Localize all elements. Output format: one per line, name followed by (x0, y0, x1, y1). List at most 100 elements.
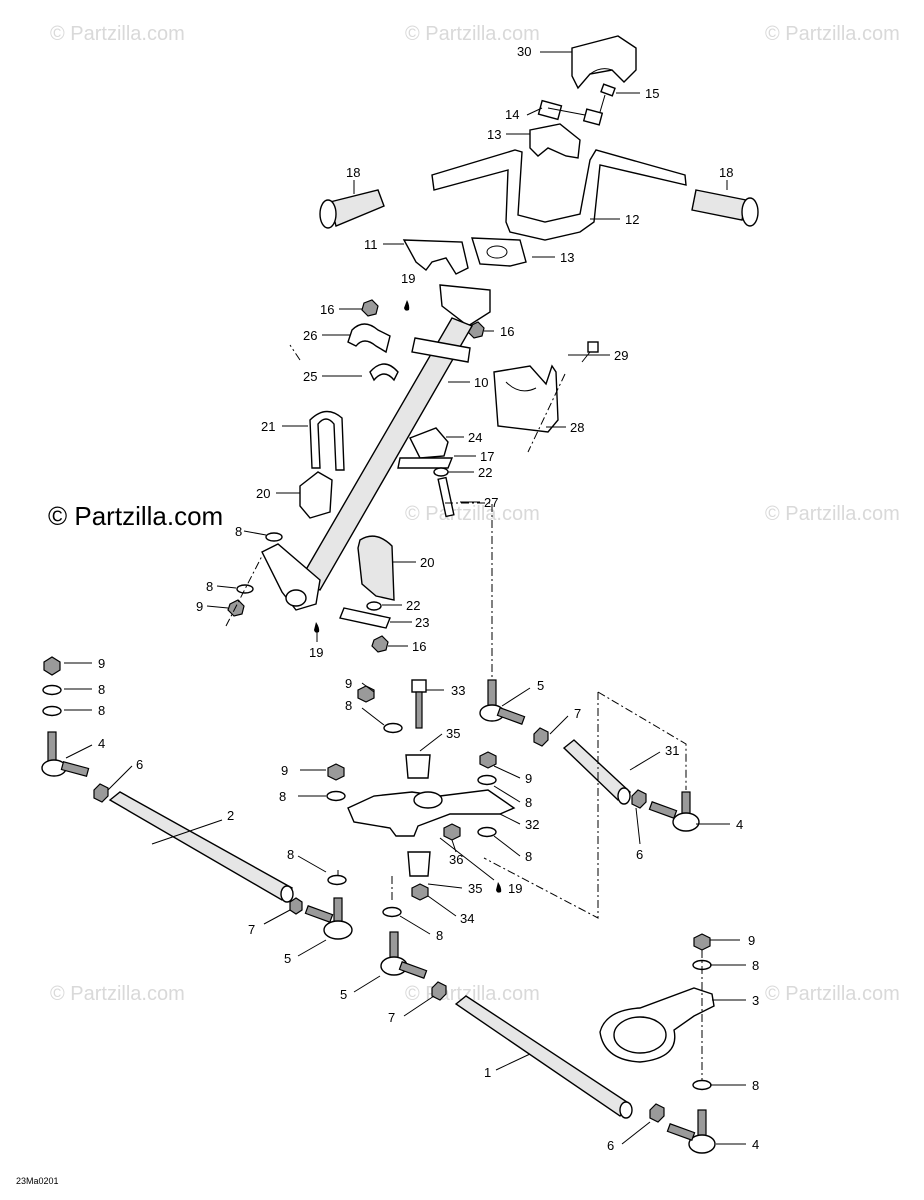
washer-8a (265, 532, 283, 542)
retainer-24 (409, 427, 449, 459)
bolt-27 (437, 476, 455, 518)
callout-label: 23 (415, 615, 429, 630)
callout-label: 8 (525, 795, 532, 810)
bracket-11 (402, 239, 469, 275)
callout-label: 9 (345, 676, 352, 691)
left-stack (42, 656, 62, 717)
dash-line (289, 344, 301, 361)
callout-label: 9 (196, 599, 203, 614)
upper-clamp-13 (529, 123, 581, 159)
steering-column-10 (299, 317, 474, 591)
washer-22b (366, 601, 382, 611)
nut-7c (431, 981, 447, 1001)
callout-label: 24 (468, 430, 482, 445)
dash-line (225, 555, 263, 627)
callout-label: 9 (281, 763, 288, 778)
callout-label: 5 (537, 678, 544, 693)
center-linkage (326, 679, 516, 918)
grease-19b (314, 622, 320, 633)
callout-label: 8 (525, 849, 532, 864)
tie-rod-end-4a (41, 731, 90, 777)
callout-label: 13 (560, 250, 574, 265)
steering-arm (261, 543, 321, 611)
callout-label: 36 (449, 852, 463, 867)
callout-label: 28 (570, 420, 584, 435)
callout-label: 7 (574, 706, 581, 721)
callout-label: 6 (607, 1138, 614, 1153)
callout-label: 22 (478, 465, 492, 480)
tie-rod-1 (454, 995, 633, 1119)
callout-label: 8 (345, 698, 352, 713)
callout-label: 32 (525, 817, 539, 832)
callout-label: 31 (665, 743, 679, 758)
callout-label: 8 (98, 703, 105, 718)
plate-17 (397, 457, 454, 469)
bolt-15 (599, 83, 616, 113)
bushing-support-26 (347, 323, 391, 354)
callout-label: 9 (525, 771, 532, 786)
callout-label: 22 (406, 598, 420, 613)
bushing-25 (369, 363, 399, 382)
watermark: © Partzilla.com (50, 983, 185, 1005)
callout-label: 15 (645, 86, 659, 101)
grease-19c (496, 882, 502, 893)
callout-label: 8 (436, 928, 443, 943)
callout-label: 10 (474, 375, 488, 390)
callout-label: 4 (752, 1137, 759, 1152)
dash-line (527, 373, 566, 453)
callout-label: 16 (500, 324, 514, 339)
callout-label: 20 (420, 555, 434, 570)
u-bolt-21 (309, 410, 345, 471)
plate-14 (537, 99, 604, 126)
callout-label: 6 (136, 757, 143, 772)
callouts: 30 15 14 13 18 18 12 11 13 19 16 16 26 2… (98, 44, 759, 1153)
callout-label: 6 (636, 847, 643, 862)
callout-label: 30 (517, 44, 531, 59)
callout-label: 12 (625, 212, 639, 227)
nut-16c (371, 635, 389, 653)
callout-label: 1 (484, 1065, 491, 1080)
callout-label: 8 (235, 524, 242, 539)
callout-label: 16 (320, 302, 334, 317)
callout-label: 19 (401, 271, 415, 286)
plate-23 (339, 607, 391, 629)
callout-label: 18 (346, 165, 360, 180)
bushing-20a (299, 471, 333, 519)
callout-label: 7 (388, 1010, 395, 1025)
nut-16a (361, 299, 379, 317)
nut-6c (649, 1103, 665, 1123)
dash-line (597, 691, 687, 790)
callout-label: 18 (719, 165, 733, 180)
callout-label: 19 (309, 645, 323, 660)
right-stack (692, 933, 712, 1091)
diagram-code: 23Ma0201 (16, 1176, 59, 1186)
callout-label: 4 (98, 736, 105, 751)
nut-9a (227, 599, 245, 617)
watermark: © Partzilla.com (405, 23, 540, 45)
dash-line (483, 692, 599, 919)
tie-rod-end-4c (666, 1109, 716, 1154)
lower-clamp-13 (471, 237, 527, 267)
watermark: © Partzilla.com (765, 983, 900, 1005)
callout-label: 4 (736, 817, 743, 832)
callout-label: 16 (412, 639, 426, 654)
callout-label: 7 (248, 922, 255, 937)
callout-label: 8 (206, 579, 213, 594)
callout-label: 21 (261, 419, 275, 434)
nut-6b (631, 789, 647, 809)
watermark: © Partzilla.com (765, 503, 900, 525)
callout-label: 5 (340, 987, 347, 1002)
tie-rod-end-5a (304, 897, 353, 940)
washer-8b (236, 584, 254, 594)
callout-label: 14 (505, 107, 519, 122)
watermark-main: © Partzilla.com (48, 501, 223, 531)
washer-8c (327, 874, 347, 886)
nut-6a (93, 783, 109, 803)
rod-31 (562, 739, 632, 805)
callout-label: 35 (446, 726, 460, 741)
callout-label: 5 (284, 951, 291, 966)
grip-18-left (319, 189, 385, 229)
washer-22a (433, 467, 449, 477)
cover-28 (493, 364, 559, 433)
